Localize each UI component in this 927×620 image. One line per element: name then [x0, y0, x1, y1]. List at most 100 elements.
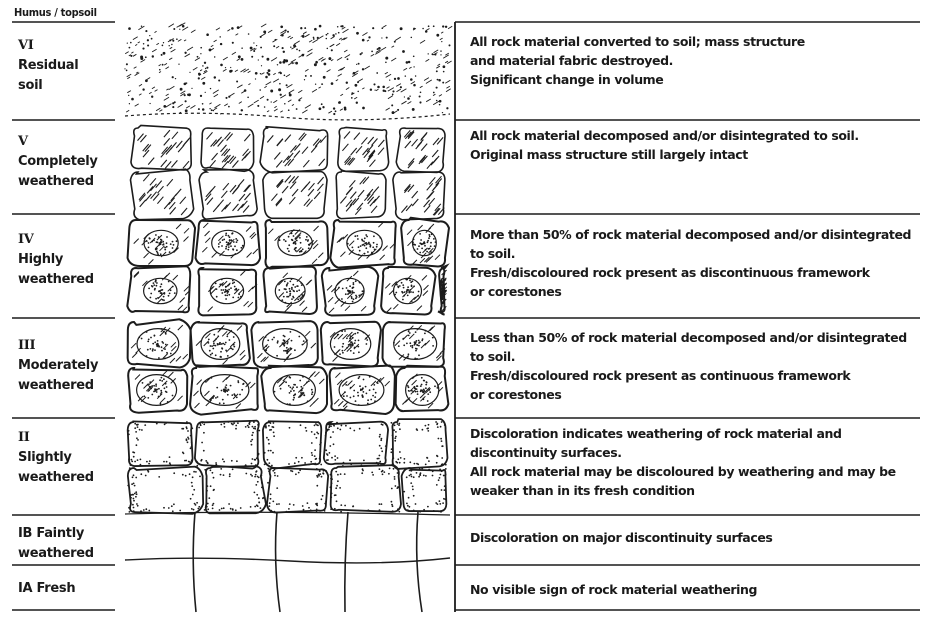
- slightly-weathered-stipple: [372, 474, 374, 476]
- soil-speckle: [302, 35, 305, 38]
- soil-speckle: [441, 41, 442, 42]
- slightly-weathered-stipple: [298, 461, 300, 463]
- slightly-weathered-stipple: [315, 503, 317, 505]
- slightly-weathered-stipple: [318, 475, 320, 477]
- soil-speckle: [338, 32, 340, 34]
- slightly-weathered-stipple: [394, 437, 396, 439]
- highly-weathered-block-hatch: [423, 291, 428, 296]
- soil-dash: [312, 89, 317, 92]
- slightly-weathered-stipple: [299, 469, 301, 471]
- moderately-weathered-block-hatch: [334, 350, 339, 355]
- soil-speckle: [256, 45, 257, 46]
- moderately-weathered-block-stipple: [211, 353, 213, 355]
- highly-weathered-block-stipple: [288, 244, 290, 246]
- highly-weathered-block-stipple: [237, 240, 239, 242]
- slightly-weathered-stipple: [326, 429, 328, 431]
- highly-weathered-block-hatch: [287, 302, 292, 307]
- soil-dash: [155, 31, 157, 32]
- moderately-weathered-block-stipple: [312, 391, 314, 393]
- soil-dash: [235, 70, 238, 72]
- soil-speckle: [253, 42, 254, 43]
- slightly-weathered-stipple: [202, 422, 204, 424]
- soil-speckle: [273, 45, 275, 47]
- slightly-weathered-stipple: [289, 427, 291, 429]
- soil-dash: [288, 100, 291, 102]
- soil-speckle: [327, 33, 328, 34]
- slightly-weathered-stipple: [437, 426, 439, 428]
- highly-weathered-block-stipple: [412, 291, 414, 293]
- highly-weathered-block-hatch: [203, 223, 208, 228]
- highly-weathered-block-stipple: [148, 247, 150, 249]
- highly-weathered-block-stipple: [355, 295, 357, 297]
- soil-speckle: [321, 83, 323, 85]
- soil-speckle: [428, 53, 429, 54]
- highly-weathered-block-stipple: [417, 248, 419, 250]
- moderately-weathered-block-stipple: [273, 337, 275, 339]
- soil-speckle: [131, 98, 134, 101]
- slightly-weathered-stipple: [330, 474, 332, 476]
- moderately-weathered-block-stipple: [427, 400, 429, 402]
- slightly-weathered-stipple: [337, 474, 339, 476]
- slightly-weathered-stipple: [136, 444, 138, 446]
- soil-speckle: [356, 102, 358, 104]
- slightly-weathered-stipple: [249, 423, 251, 425]
- slightly-weathered-stipple: [128, 434, 130, 436]
- moderately-weathered-block-stipple: [227, 355, 229, 357]
- slightly-weathered-stipple: [268, 443, 270, 445]
- slightly-weathered-stipple: [321, 498, 323, 500]
- soil-speckle: [241, 47, 243, 49]
- highly-weathered-block-stipple: [221, 245, 223, 247]
- slightly-weathered-stipple: [288, 463, 290, 465]
- moderately-weathered-block-hatch: [162, 381, 167, 386]
- highly-weathered-block-hatch: [349, 241, 354, 246]
- grade-vi-numeral: VI: [18, 36, 78, 56]
- slightly-weathered-stipple: [134, 485, 136, 487]
- soil-dash: [214, 94, 218, 97]
- slightly-weathered-stipple: [379, 436, 381, 438]
- slightly-weathered-stipple: [308, 464, 310, 466]
- slightly-weathered-stipple: [436, 484, 438, 486]
- moderately-weathered-block-stipple: [437, 387, 439, 389]
- soil-speckle: [411, 37, 413, 39]
- slightly-weathered-stipple: [143, 509, 145, 511]
- slightly-weathered-stipple: [325, 432, 327, 434]
- slightly-weathered-stipple: [144, 424, 146, 426]
- soil-dash: [155, 90, 158, 92]
- soil-dash: [354, 97, 357, 99]
- description-line: All rock material converted to soil; mas…: [470, 32, 925, 51]
- slightly-weathered-stipple: [333, 424, 335, 426]
- slightly-weathered-stipple: [252, 458, 254, 460]
- grade-vi-name-line1: Residual: [18, 56, 78, 76]
- soil-speckle: [394, 41, 396, 43]
- highly-weathered-block-stipple: [301, 251, 303, 253]
- completely-weathered-block-hatch: [347, 187, 353, 194]
- slightly-weathered-stipple: [440, 426, 442, 428]
- soil-speckle: [152, 55, 154, 57]
- slightly-weathered-stipple: [145, 508, 147, 510]
- moderately-weathered-block-stipple: [283, 350, 285, 352]
- soil-dash: [166, 67, 169, 69]
- slightly-weathered-stipple: [441, 440, 443, 442]
- slightly-weathered-stipple: [135, 496, 137, 498]
- highly-weathered-block-stipple: [218, 243, 220, 245]
- highly-weathered-block-stipple: [295, 242, 297, 244]
- soil-speckle: [332, 34, 334, 36]
- moderately-weathered-block-stipple: [152, 350, 154, 352]
- soil-dash: [438, 64, 441, 66]
- slightly-weathered-stipple: [383, 471, 385, 473]
- soil-dash: [223, 57, 228, 60]
- soil-speckle: [126, 63, 128, 65]
- moderately-weathered-block-hatch: [194, 391, 199, 396]
- highly-weathered-block-stipple: [284, 288, 286, 290]
- slightly-weathered-stipple: [181, 428, 183, 430]
- soil-speckle: [314, 28, 317, 31]
- highly-weathered-block-stipple: [230, 287, 232, 289]
- slightly-weathered-stipple: [260, 507, 262, 509]
- slightly-weathered-stipple: [251, 463, 253, 465]
- soil-speckle: [327, 48, 329, 50]
- slightly-weathered-stipple: [311, 442, 313, 444]
- description-line: or corestones: [470, 282, 925, 301]
- soil-dash: [209, 103, 211, 104]
- slightly-weathered-stipple: [303, 509, 305, 511]
